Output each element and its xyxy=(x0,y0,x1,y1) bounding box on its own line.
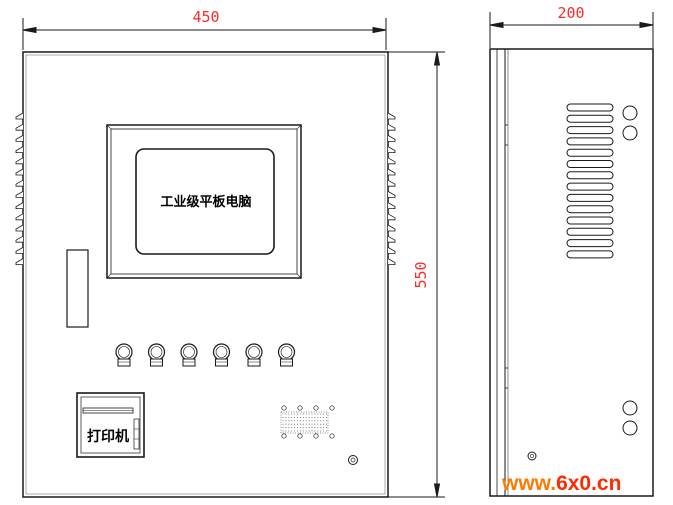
depth-dimension-label: 200 xyxy=(557,4,584,22)
louver xyxy=(566,114,614,123)
fin xyxy=(387,235,396,243)
louver xyxy=(566,160,614,168)
louver xyxy=(566,137,614,146)
height-dimension xyxy=(388,51,445,498)
fin xyxy=(387,112,396,120)
louver xyxy=(566,239,614,248)
side-vent-louvers xyxy=(566,103,614,259)
fin xyxy=(387,224,396,232)
indicator-button xyxy=(245,343,263,367)
speaker-hole xyxy=(329,405,335,411)
fin xyxy=(15,235,24,243)
speaker-hole xyxy=(313,405,319,411)
louver xyxy=(566,148,614,157)
cooling-fins-left xyxy=(15,112,24,265)
fin xyxy=(15,202,24,209)
fin xyxy=(15,213,24,221)
height-dimension-label: 550 xyxy=(412,261,430,288)
speaker-hole xyxy=(297,433,303,439)
louver xyxy=(566,171,614,180)
fin xyxy=(387,258,396,265)
louver xyxy=(566,250,614,259)
indicator-button xyxy=(180,343,198,367)
side-holes-bottom xyxy=(622,400,638,436)
printer-label: 打印机 xyxy=(87,428,129,445)
watermark: www.6x0.cn xyxy=(501,472,621,495)
screen-label: 工业级平板电脑 xyxy=(160,194,251,210)
side-slot xyxy=(66,249,89,328)
indicator-button xyxy=(277,343,296,367)
fin xyxy=(15,146,24,153)
speaker-hole xyxy=(329,433,335,439)
display-screen xyxy=(135,148,275,255)
fin xyxy=(387,157,396,165)
indicator-button xyxy=(212,343,231,367)
screen-bezel xyxy=(106,124,302,279)
cooling-fins-right xyxy=(387,112,396,265)
fin xyxy=(387,135,396,142)
fin xyxy=(15,168,24,176)
fin xyxy=(15,135,24,142)
speaker-hole xyxy=(313,433,319,439)
fin xyxy=(387,123,396,131)
speaker-grille xyxy=(280,405,335,439)
fin xyxy=(15,224,24,232)
fin xyxy=(387,146,396,153)
fin xyxy=(15,247,24,254)
width-dimension-label: 450 xyxy=(192,8,219,26)
louver xyxy=(566,205,614,214)
fin xyxy=(387,168,396,176)
fin xyxy=(387,191,396,198)
speaker-hole xyxy=(281,433,287,439)
fin xyxy=(15,157,24,165)
printer xyxy=(76,392,145,458)
watermark-domain: 6x0.cn xyxy=(556,472,621,495)
fin xyxy=(15,179,24,187)
side-screw xyxy=(527,451,537,461)
fin xyxy=(387,247,396,254)
indicator-button xyxy=(115,343,133,367)
fin xyxy=(387,213,396,221)
louver xyxy=(566,182,614,191)
louver xyxy=(566,227,614,236)
speaker-hole xyxy=(297,405,303,411)
indicator-buttons xyxy=(115,343,296,367)
width-dimension xyxy=(22,18,387,50)
speaker-hole xyxy=(281,405,287,411)
indicator-button xyxy=(147,343,166,367)
side-cabinet xyxy=(489,48,654,497)
louver xyxy=(566,216,614,225)
fin xyxy=(387,179,396,187)
fin xyxy=(15,258,24,265)
side-holes-top xyxy=(622,105,638,141)
fin xyxy=(15,191,24,198)
fin xyxy=(15,123,24,131)
lock-screw xyxy=(348,455,358,465)
louver xyxy=(566,126,614,135)
louver xyxy=(566,193,614,202)
fin xyxy=(387,202,396,209)
depth-dimension xyxy=(489,12,654,48)
watermark-prefix: www. xyxy=(501,472,556,495)
louver xyxy=(566,103,614,112)
fin xyxy=(15,112,24,120)
